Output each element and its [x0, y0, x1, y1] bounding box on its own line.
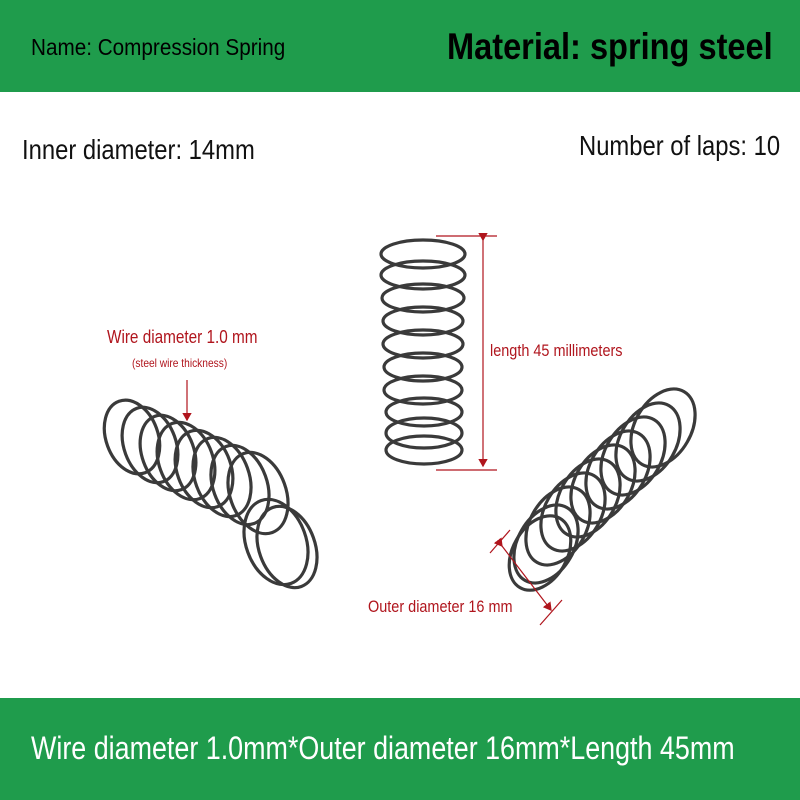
length-annotation: length 45 millimeters — [490, 341, 623, 360]
material-label: Material: spring steel — [447, 26, 773, 67]
spring-right — [507, 387, 697, 592]
spec-summary: Wire diameter 1.0mm*Outer diameter 16mm*… — [31, 730, 735, 766]
wire-thickness-note: (steel wire thickness) — [132, 356, 228, 370]
spring-vertical — [379, 238, 467, 466]
laps-label: Number of laps: 10 — [579, 130, 781, 161]
product-name-label: Name: Compression Spring — [31, 34, 286, 60]
wire-diameter-annotation: Wire diameter 1.0 mm — [107, 327, 258, 347]
bottom-banner — [0, 698, 800, 800]
spring-left — [102, 398, 319, 590]
top-banner — [0, 0, 800, 92]
outer-diameter-annotation: Outer diameter 16 mm — [368, 597, 513, 616]
inner-diameter-label: Inner diameter: 14mm — [22, 134, 255, 165]
outer-diameter-dimension — [489, 529, 563, 626]
length-dimension — [436, 232, 497, 471]
